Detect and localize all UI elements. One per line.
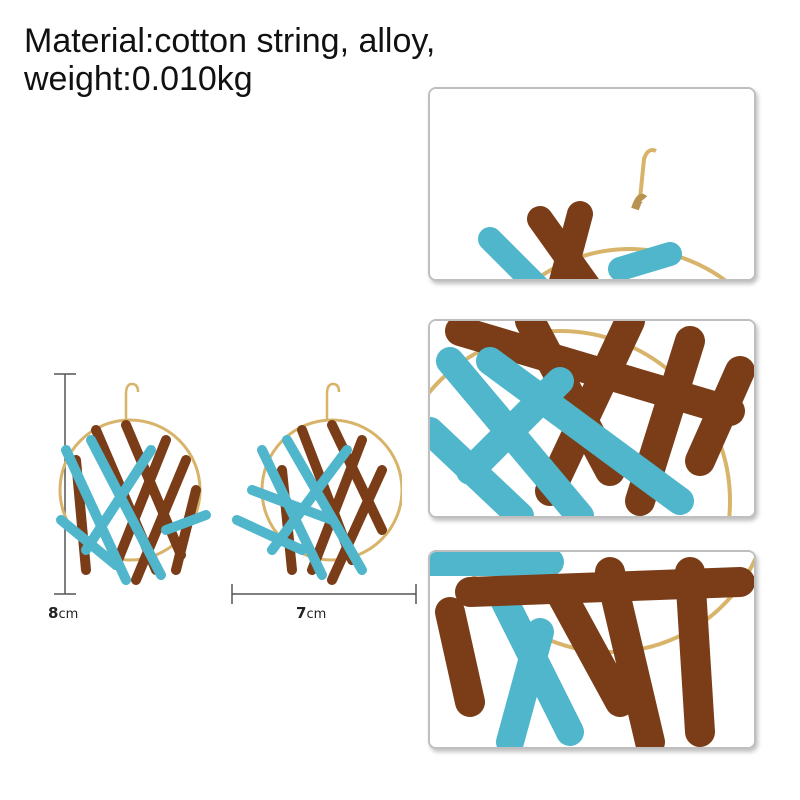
earring-right-image	[232, 380, 402, 590]
weight-text: weight:0.010kg	[24, 60, 253, 98]
detail-photo-weave	[428, 319, 756, 518]
height-label: 8cm	[48, 604, 79, 622]
width-dimension-line	[231, 584, 417, 604]
detail-photo-hook	[428, 87, 756, 281]
earring-left-image	[56, 380, 226, 590]
detail-photo-fringe	[428, 550, 756, 749]
product-caption: Material:cotton string, alloy, weight:0.…	[24, 22, 435, 98]
material-text: Material:cotton string, alloy,	[24, 22, 436, 60]
width-label: 7cm	[296, 604, 327, 622]
height-dimension-line	[54, 373, 76, 595]
